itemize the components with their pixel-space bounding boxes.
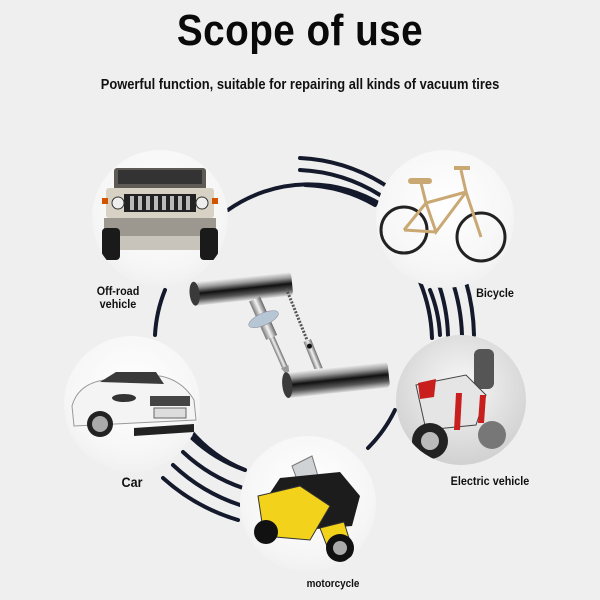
- vehicle-bubble-motorcycle: [240, 436, 376, 572]
- page-title: Scope of use: [176, 6, 424, 55]
- label-electric-vehicle: Electric vehicle: [450, 474, 530, 488]
- three-wheel-motorcycle-icon: [254, 455, 360, 562]
- label-car: Car: [121, 474, 143, 490]
- sports-car-icon: [71, 372, 197, 437]
- bicycle-icon: [379, 166, 507, 263]
- vehicle-bubble-electric: [396, 335, 526, 465]
- vehicle-bubble-bicycle: [376, 150, 514, 288]
- vehicle-bubble-off-road: [92, 150, 228, 286]
- page-subtitle: Powerful function, suitable for repairin…: [100, 76, 500, 93]
- vehicle-bubble-car: [64, 336, 200, 472]
- suv-icon: [102, 168, 218, 260]
- label-bicycle: Bicycle: [476, 286, 514, 300]
- label-motorcycle: motorcycle: [306, 578, 360, 590]
- label-off-road: Off-road vehicle: [96, 284, 140, 311]
- electric-scooter-icon: [412, 349, 506, 459]
- tire-repair-tools-image: [189, 271, 390, 398]
